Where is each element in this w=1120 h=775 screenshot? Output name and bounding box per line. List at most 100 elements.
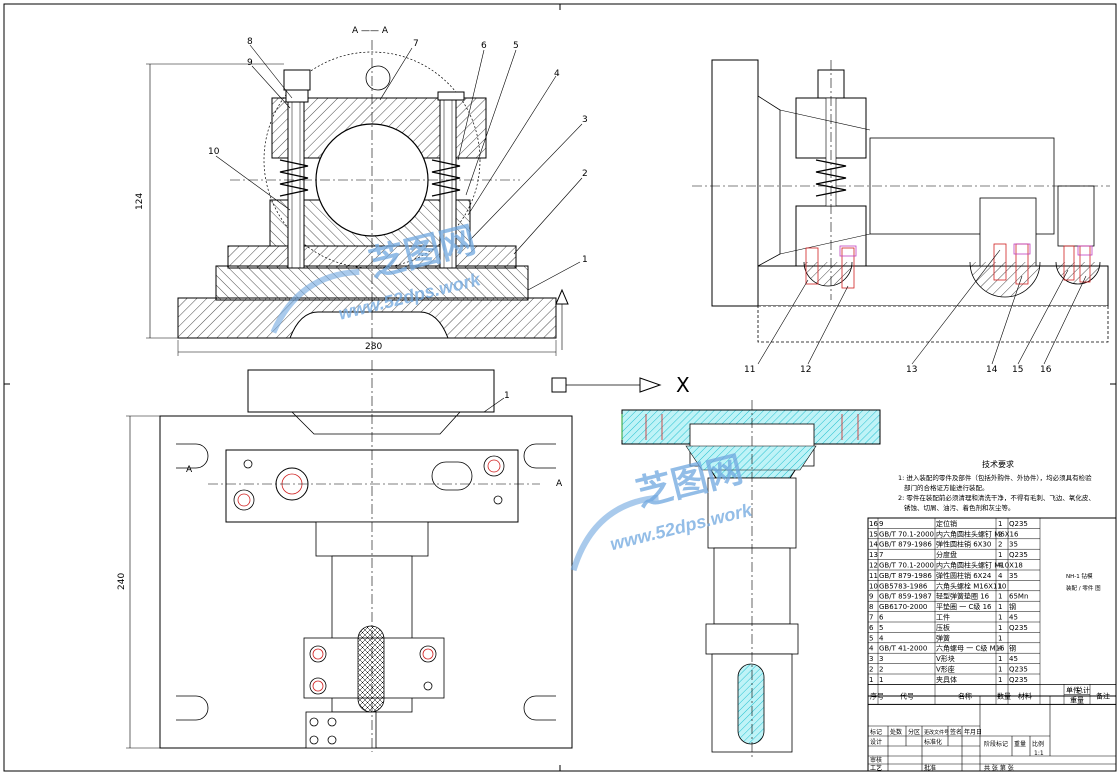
bom-code: GB/T 70.1-2000 <box>879 562 934 570</box>
side-view-magenta-marks <box>839 243 1093 257</box>
tb-sheets: 共 张 第 张 <box>984 764 1014 772</box>
tb-date: 年月日 <box>964 728 982 736</box>
bom-header-total: 总计 <box>1076 685 1090 694</box>
bom-name: 分度盘 <box>936 550 957 559</box>
bom-name: 弹性圆柱销 6X24 <box>936 571 992 580</box>
title-block <box>867 695 1117 772</box>
tb-scale: 比例 <box>1032 740 1044 748</box>
tech-req-line-3: 2: 零件在装配前必须清理和清洗干净，不得有毛刺、飞边、氧化皮、 <box>898 493 1095 502</box>
view-arrow-box <box>551 377 567 393</box>
bom-name: V形块 <box>936 654 955 663</box>
bom-name: 夹具体 <box>936 675 957 684</box>
tech-req-line-2: 部门的合格证方能进行装配。 <box>904 483 989 492</box>
tb-std: 标准化 <box>924 738 942 746</box>
tb-zone: 分区 <box>908 728 920 736</box>
bom-code: GB/T 879-1986 <box>879 541 932 549</box>
bom-no: 8 <box>869 603 873 611</box>
section-label: A —— A <box>352 26 389 36</box>
plan-view <box>126 360 573 752</box>
bom-name: 弹簧 <box>936 633 950 642</box>
workpiece-view <box>621 400 881 760</box>
balloon-plan-1: 1 <box>504 391 510 401</box>
tech-req-title: 技术要求 <box>982 459 1014 469</box>
bom-no: 4 <box>869 645 874 653</box>
balloon-11: 11 <box>744 365 755 375</box>
bom-code: GB6170-2000 <box>879 603 927 611</box>
tech-req-line-4: 锈蚀、切屑、油污、着色剂和灰尘等。 <box>904 503 1015 512</box>
balloon-2: 2 <box>582 169 588 179</box>
bom-code: 9 <box>879 520 883 528</box>
tb-scale-value: 1:1 <box>1034 750 1044 757</box>
balloon-14: 14 <box>986 365 998 375</box>
balloon-15: 15 <box>1012 365 1023 375</box>
bom-code: GB/T 41-2000 <box>879 645 927 653</box>
bom-qty: 1 <box>998 614 1002 622</box>
bom-qty: 2 <box>998 541 1002 549</box>
bom-name: 弹性圆柱销 6X30 <box>936 540 991 549</box>
bom-material: Q235 <box>1009 551 1028 559</box>
bom-name: V形座 <box>936 665 955 674</box>
bom-no: 1 <box>869 676 873 684</box>
bom-qty: 1 <box>998 603 1002 611</box>
bom-name: 压板 <box>936 623 950 632</box>
bom-qty: 2 <box>998 530 1002 538</box>
balloon-7: 7 <box>413 39 419 49</box>
bom-qty: 1 <box>998 666 1002 674</box>
bom-material: 钢 <box>1009 644 1016 653</box>
bom-qty: 1 <box>998 593 1002 601</box>
tb-design: 设计 <box>870 738 882 746</box>
balloon-1: 1 <box>582 255 588 265</box>
bom-qty: 1 <box>998 551 1002 559</box>
bom-name: 六角螺母 一 C级 M16 <box>936 644 1005 653</box>
balloon-16: 16 <box>1040 365 1052 375</box>
bom-code: 6 <box>879 614 884 622</box>
bom-side-note-2: 装配 / 零件 图 <box>1066 584 1101 592</box>
bom-name: 定位销 <box>936 519 957 528</box>
tb-process: 工艺 <box>870 764 882 772</box>
side-view-leaders <box>757 249 1087 365</box>
bom-qty: 4 <box>998 645 1003 653</box>
bom-material: 45 <box>1009 614 1018 622</box>
bom-name: 平垫圈 一 C级 16 <box>936 602 992 611</box>
tb-mark: 标记 <box>870 728 882 736</box>
bom-qty: 1 <box>998 624 1002 632</box>
balloon-10: 10 <box>208 147 220 157</box>
bom-material: 35 <box>1009 572 1018 580</box>
bom-no: 10 <box>869 582 878 590</box>
bom-name: 轻型弹簧垫圈 16 <box>936 592 990 601</box>
balloon-5: 5 <box>513 41 519 51</box>
tb-approve: 批准 <box>924 764 936 772</box>
bom-qty: 4 <box>998 562 1003 570</box>
bom-header-weight: 重量 <box>1070 696 1084 704</box>
bom-header-single: 单件 <box>1066 685 1080 694</box>
section-mark-right: A <box>556 479 563 489</box>
view-mark-x: X <box>676 373 690 397</box>
bom-code: GB/T 859-1987 <box>879 593 932 601</box>
bom-qty: 1 <box>998 655 1002 663</box>
bom-no: 9 <box>869 593 873 601</box>
bom-code: 5 <box>879 624 883 632</box>
bom-no: 11 <box>869 572 878 580</box>
balloon-6: 6 <box>481 41 487 51</box>
balloon-13: 13 <box>906 365 917 375</box>
bom-no: 12 <box>869 562 878 570</box>
bom-no: 3 <box>869 655 873 663</box>
bom-code: 3 <box>879 655 883 663</box>
dimension-height: 124 <box>135 193 145 210</box>
balloon-4: 4 <box>554 69 560 79</box>
bom-qty: 1 <box>998 582 1002 590</box>
bom-no: 5 <box>869 634 873 642</box>
section-mark-left: A <box>186 465 193 475</box>
bom-material: Q235 <box>1009 520 1028 528</box>
bom-material: 35 <box>1009 541 1018 549</box>
tb-change: 更改文件号 <box>924 729 949 736</box>
